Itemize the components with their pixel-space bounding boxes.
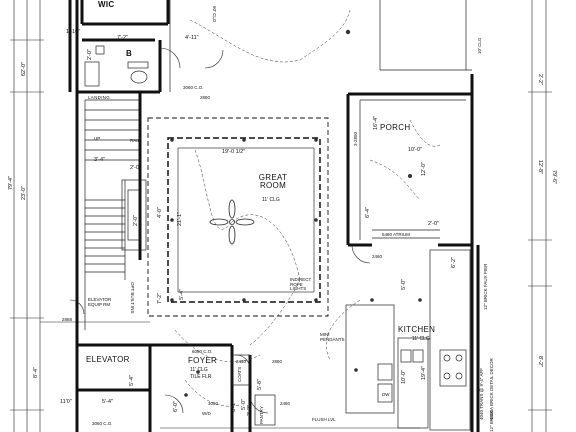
- door-tag-3050: 3050: [208, 401, 219, 406]
- washer-dryer-note: W/D: [202, 411, 211, 416]
- room-label-bath: B: [126, 49, 133, 58]
- dishwasher-note: DW: [382, 392, 390, 397]
- flush-level-note: FLUSH LVL: [312, 417, 336, 422]
- dim-porch-depth: 12'-0": [421, 161, 427, 176]
- dimension-lines: [10, 0, 552, 432]
- dim-wall-offset: 1'-10": [66, 29, 81, 35]
- dim-great-room-depth: 21'-1": [177, 211, 183, 226]
- dim-kitchen-upper: 5'-0": [401, 279, 407, 290]
- dim-left-overall: 79'-4": [8, 175, 14, 190]
- ceiling-note-60: 60' CLG: [212, 6, 217, 23]
- dim-bath-width: 7'-2": [117, 35, 128, 41]
- dim-kitchen-mid: 10'-0": [401, 369, 407, 384]
- door-swings: [69, 47, 371, 414]
- dim-porch-width: 10'-0": [408, 147, 423, 153]
- light-fixtures: [170, 29, 422, 397]
- dim-bath-side: 2'-0": [87, 49, 93, 60]
- dim-right-22: 2'-2": [537, 74, 543, 85]
- dim-left-62: 62'-0": [21, 61, 27, 76]
- door-tag-2460b: 2460: [280, 401, 291, 406]
- dim-elevator-depth: 5'-4": [129, 375, 135, 386]
- dim-atrium-side: 2'-0": [428, 221, 439, 227]
- dim-elevator-width: 5'-4": [102, 399, 113, 405]
- dim-right-overall: 79'-6": [551, 170, 557, 185]
- dim-hall-width: 4'-11": [185, 35, 199, 41]
- kitchen-ceiling: 11' CLG: [412, 336, 430, 342]
- dim-great-room-sm: 5'-4": [179, 289, 185, 300]
- room-label-foyer: FOYER: [188, 356, 218, 365]
- room-label-great-room: GREAT ROOM: [258, 173, 288, 190]
- dim-foyer-closet: 5'-0": [241, 399, 247, 410]
- rail-note: RAIL: [130, 138, 141, 143]
- door-tag-2860b: 2860: [272, 359, 283, 364]
- stair-up-note: UP: [94, 136, 101, 141]
- dim-foyer-side: 6'-0": [173, 401, 179, 412]
- great-room-ceiling: 11' CLG: [262, 197, 280, 203]
- ceiling-fan-icon: [209, 199, 255, 245]
- door-tag-2460: 2460: [372, 254, 383, 259]
- pendants-note: MINI PENDANTS: [320, 332, 345, 342]
- dim-great-room-width: 19'-0 1/2": [222, 149, 246, 155]
- ceiling-note-10: 10' CLG: [477, 37, 482, 54]
- dim-porch-entry: 16'-4": [373, 115, 379, 130]
- dim-left-23: 23'-0": [21, 185, 27, 200]
- dim-great-room-lower: 7'-2": [157, 293, 163, 304]
- door-tag-3060co: 3060 C.O.: [183, 85, 204, 90]
- dim-left-84: 8'-4": [33, 367, 39, 378]
- transom-note: 4040 TRANS @ 9'-4" AFF: [479, 368, 484, 420]
- dim-counter: 6'-2": [451, 257, 457, 268]
- dim-pantry: 5'-8": [257, 379, 263, 390]
- elevator-equip-note: ELEVATOR EQUIP RM: [88, 297, 112, 307]
- door-tag-3060c: 3060 C.O.: [92, 421, 113, 426]
- foyer-ceiling: 11' CLG: [190, 367, 208, 373]
- dim-foyer-wall: 6'-1": [231, 401, 237, 412]
- door-tag-2868: 2868: [62, 317, 73, 322]
- dim-coat-closet: 3'-2": [247, 405, 253, 416]
- dim-kitchen-depth: 19'-4": [421, 365, 427, 380]
- dim-built-in-depth: 2'-0": [133, 215, 139, 226]
- dim-great-room-side: 4'-0": [157, 207, 163, 218]
- room-label-kitchen: KITCHEN: [398, 325, 436, 334]
- thin-lines: [84, 0, 472, 431]
- indirect-lights-note: INDIRECT ROPE LIGHTS: [290, 277, 312, 291]
- atrium-note: 5480 ATRIUM: [382, 232, 410, 237]
- door-tag-2430: 2430: [236, 359, 247, 364]
- room-label-porch: PORCH: [380, 123, 411, 132]
- door-tag-2860: 3-2850: [353, 131, 358, 146]
- brick-pier-note: 12" BRICK FAUX PIER: [483, 263, 488, 310]
- dim-right-82: 8'-2": [537, 356, 543, 367]
- door-tag-2860: 2860: [200, 95, 211, 100]
- room-label-elevator: ELEVATOR: [86, 355, 130, 364]
- foyer-floor: TILE FLR: [190, 374, 212, 380]
- coats-note: COATS: [237, 366, 242, 382]
- room-label-landing: LANDING: [88, 95, 111, 100]
- ceiling-tray: [147, 117, 329, 317]
- built-ins-note: OPT BUILT INS: [130, 282, 135, 314]
- dim-stair-width: 3'-4": [94, 157, 105, 163]
- dim-built-in: 2'-0": [130, 165, 141, 171]
- brick-bottom-note: 12" BRICK: [489, 410, 494, 432]
- dim-elevator-offset: 11'0": [60, 399, 72, 405]
- room-label-wic: WIC: [98, 0, 115, 9]
- dim-porch-side: 6'-4": [365, 207, 371, 218]
- pantry-note: PANTRY: [259, 406, 264, 424]
- dim-right-128: 12'-8": [537, 160, 543, 175]
- walls: [68, 0, 480, 432]
- door-tag-6080co: 6080 C.O.: [192, 349, 213, 354]
- electrical-wiring: [174, 9, 441, 407]
